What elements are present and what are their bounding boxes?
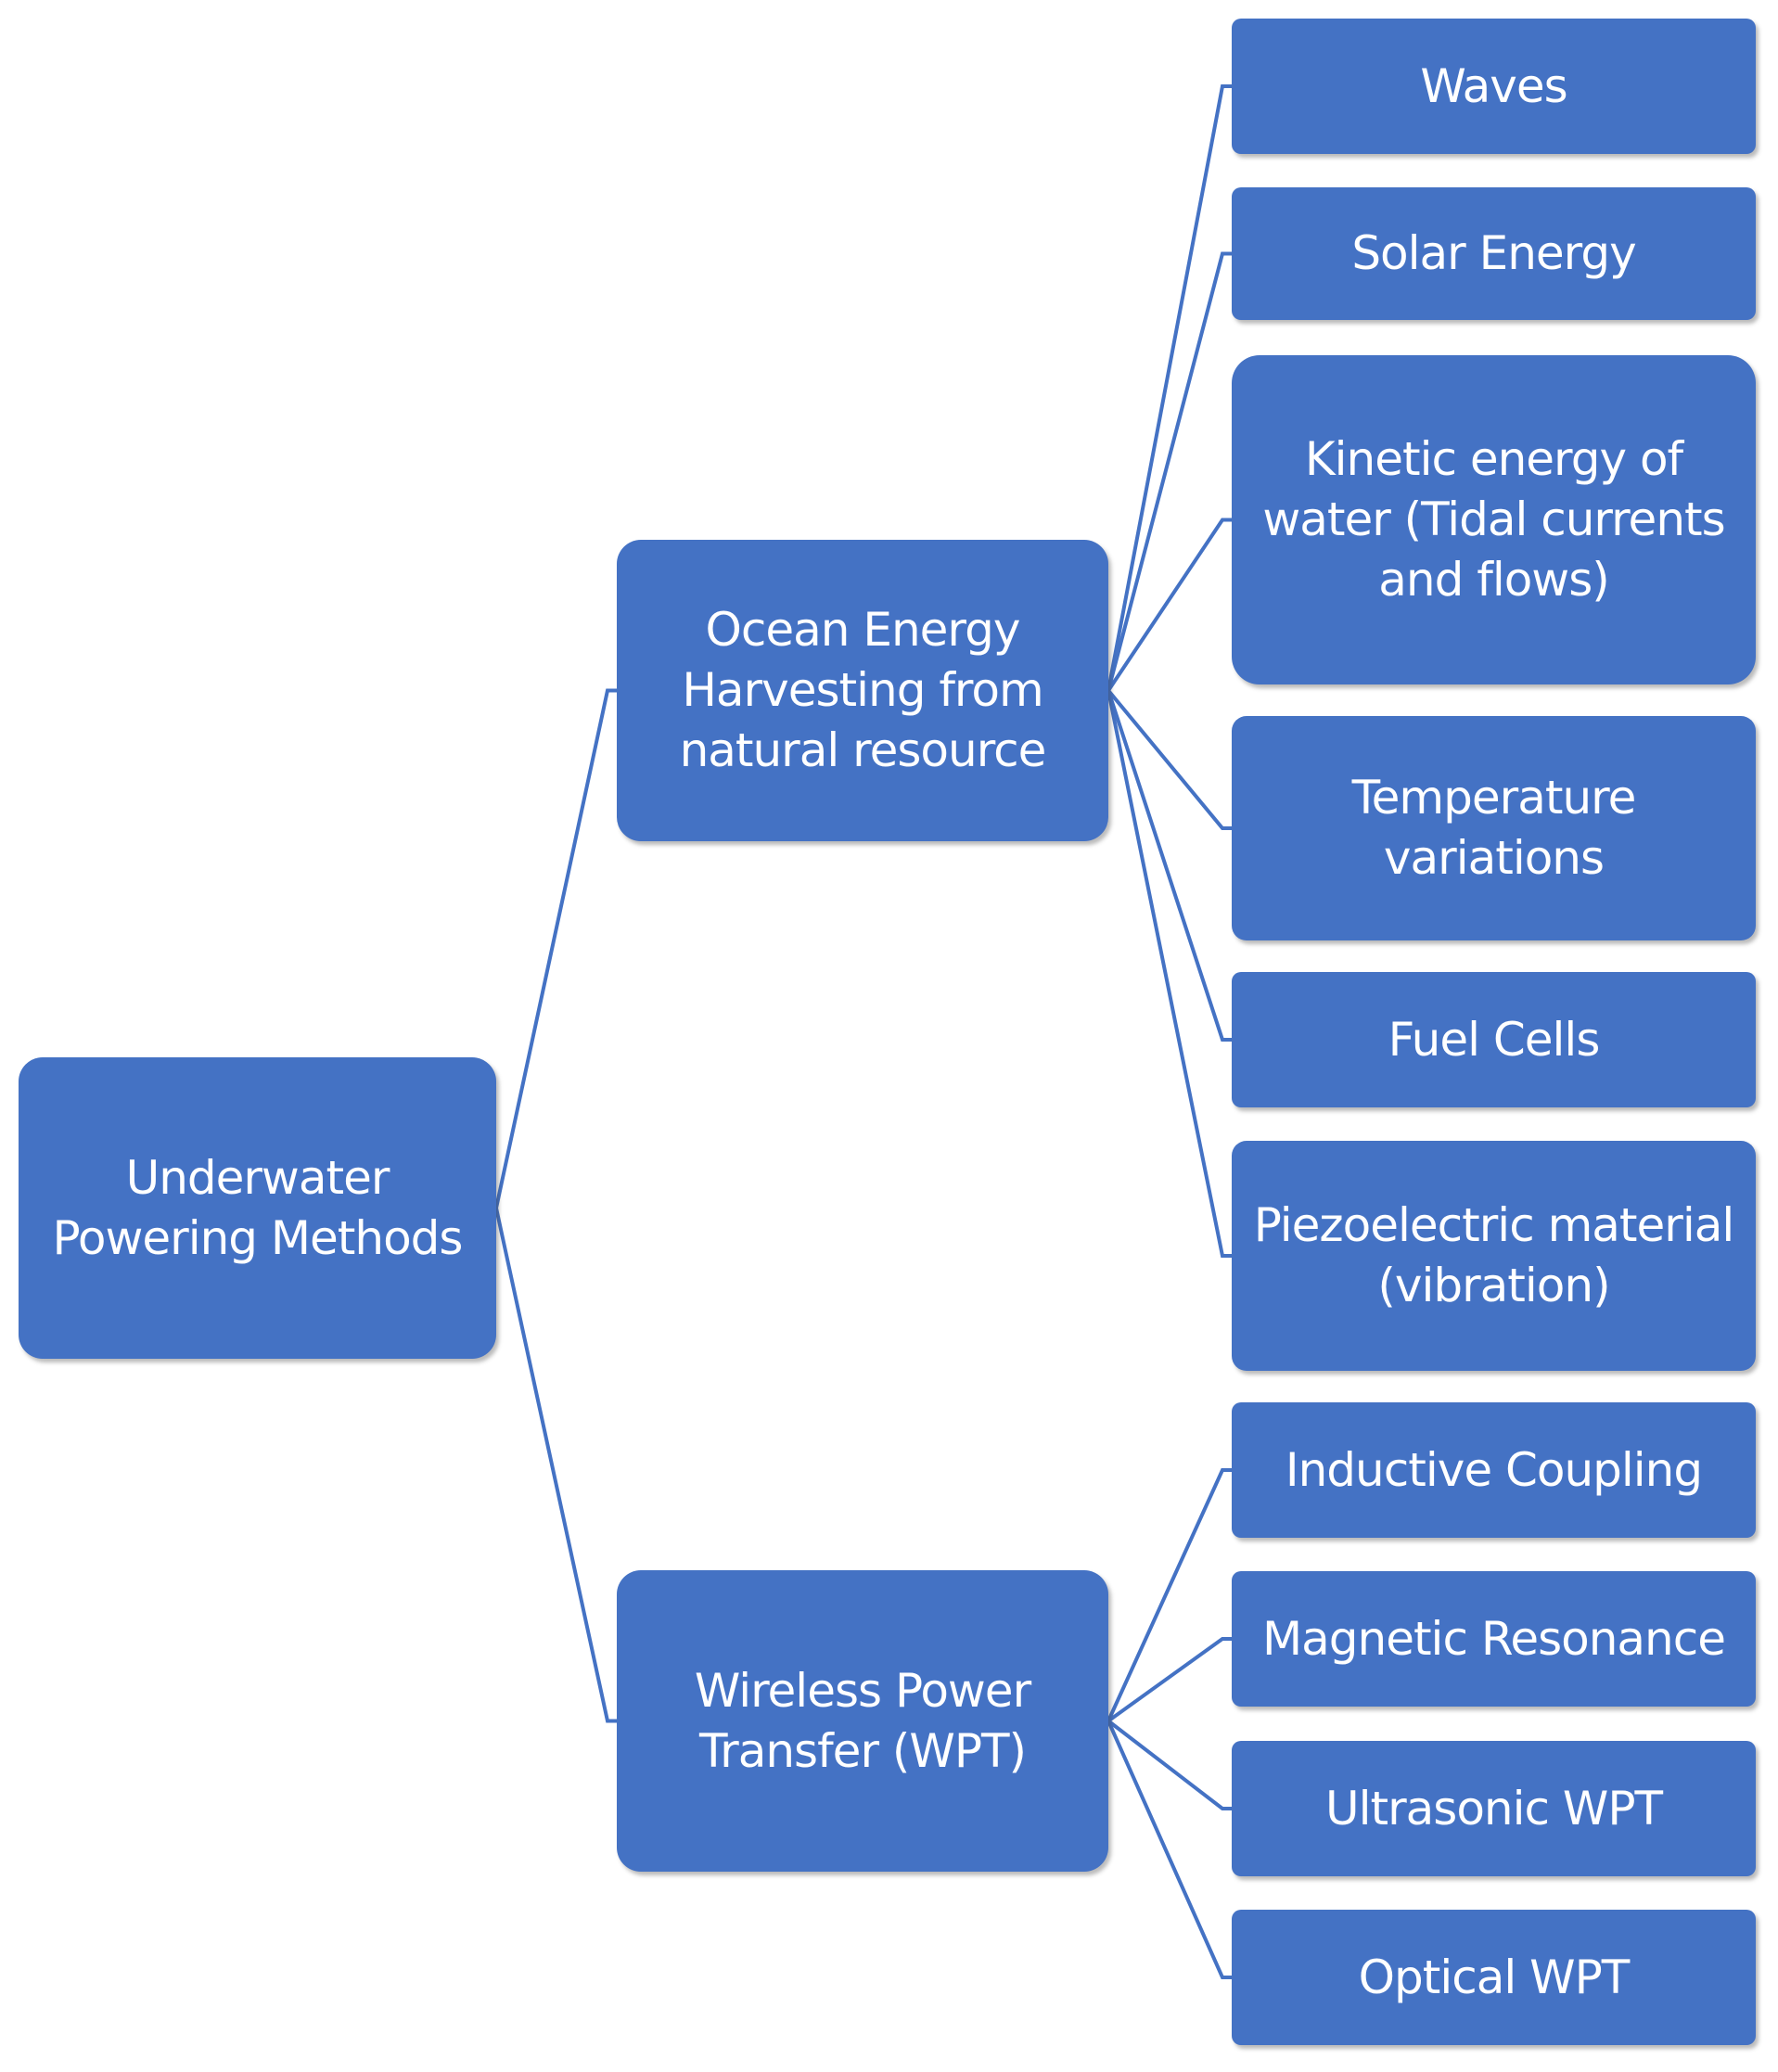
- connector-ocean-to-leaf-1: [1106, 251, 1232, 692]
- connector-wpt-to-leaf-1: [1106, 1637, 1232, 1723]
- connector-ocean-to-leaf-0: [1106, 84, 1232, 691]
- connector-ocean-to-leaf-3: [1106, 689, 1232, 830]
- leaf-node-solar-energy: Solar Energy: [1232, 187, 1756, 320]
- connector-wpt-to-leaf-3: [1106, 1720, 1232, 1979]
- connector-wpt-to-leaf-2: [1106, 1719, 1232, 1810]
- leaf-node-ultrasonic-wpt: Ultrasonic WPT: [1232, 1741, 1756, 1876]
- connector-root-to-branch-0: [494, 688, 617, 1209]
- branch-node-wireless-power-transfer: Wireless Power Transfer (WPT): [617, 1570, 1108, 1872]
- leaf-node-waves: Waves: [1232, 19, 1756, 154]
- leaf-node-inductive-coupling: Inductive Coupling: [1232, 1402, 1756, 1538]
- leaf-node-piezoelectric-material: Piezoelectric material (vibration): [1232, 1141, 1756, 1371]
- connector-root-to-branch-1: [494, 1208, 617, 1723]
- leaf-node-magnetic-resonance: Magnetic Resonance: [1232, 1571, 1756, 1707]
- connector-wpt-to-leaf-0: [1106, 1468, 1232, 1722]
- root-node-underwater-powering-methods: Underwater Powering Methods: [19, 1057, 496, 1359]
- branch-node-ocean-energy-harvesting: Ocean Energy Harvesting from natural res…: [617, 540, 1108, 841]
- connector-ocean-to-leaf-5: [1106, 690, 1232, 1258]
- connector-ocean-to-leaf-4: [1106, 689, 1232, 1042]
- leaf-node-temperature-variations: Temperature variations: [1232, 716, 1756, 940]
- connector-ocean-to-leaf-2: [1106, 518, 1232, 692]
- leaf-node-kinetic-energy-of-water: Kinetic energy of water (Tidal currents …: [1232, 355, 1756, 684]
- leaf-node-fuel-cells: Fuel Cells: [1232, 972, 1756, 1107]
- leaf-node-optical-wpt: Optical WPT: [1232, 1910, 1756, 2045]
